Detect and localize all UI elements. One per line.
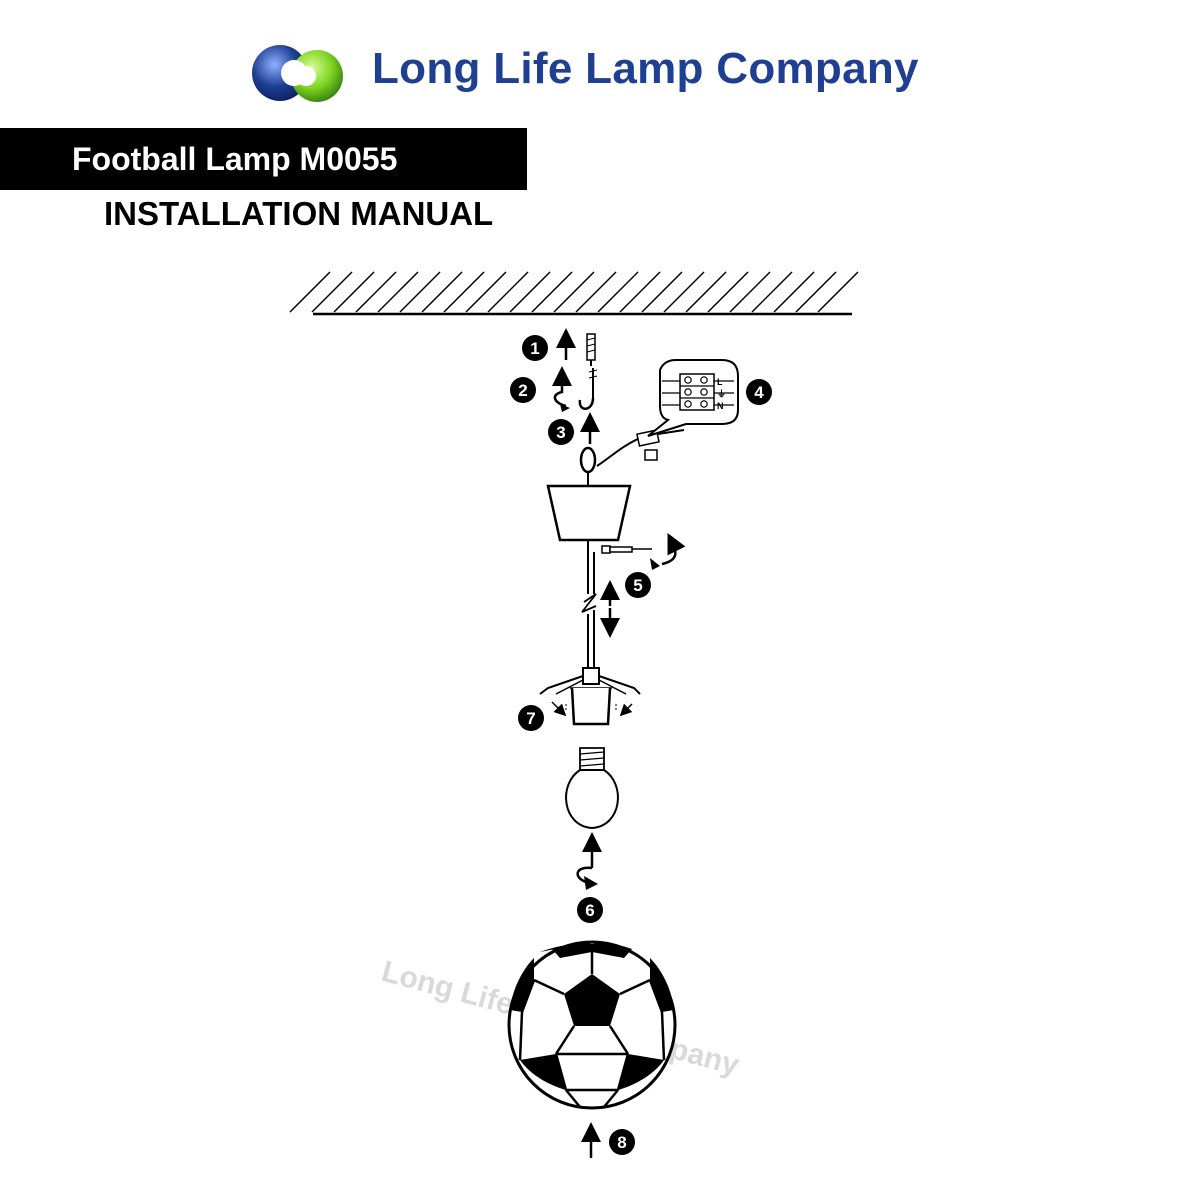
step-5-group (601, 533, 686, 570)
shade-holder (539, 667, 641, 726)
terminal-block-icon: L ⏚ N (647, 359, 739, 437)
svg-text:8: 8 (617, 1133, 626, 1152)
svg-text:2: 2 (518, 381, 527, 400)
ceiling-hatch-line (619, 271, 661, 313)
svg-text:1: 1 (530, 339, 539, 358)
ceiling-hatch-line (751, 271, 793, 313)
ceiling-hatch-line (773, 271, 815, 313)
step-badge-7: 7 (518, 705, 544, 731)
ceiling-hatch-line (729, 271, 771, 313)
ceiling-hatch-line (289, 271, 331, 313)
step-2-group (552, 366, 598, 412)
title-bar (0, 128, 527, 190)
step-6-group (576, 832, 602, 890)
ceiling-hatch-line (311, 271, 353, 313)
ceiling-hatch-line (509, 271, 551, 313)
ceiling-hatch-line (795, 271, 837, 313)
svg-text:5: 5 (633, 576, 642, 595)
ceiling-hatch-line (487, 271, 529, 313)
product-title: Football Lamp M0055 (72, 141, 398, 177)
ceiling-hatch-line (355, 271, 397, 313)
ceiling-hatch-line (465, 271, 507, 313)
ceiling-hatch-line (333, 271, 375, 313)
wall-plug-icon (586, 333, 596, 366)
ceiling-hatch-line (377, 271, 419, 313)
live-label: L (717, 377, 723, 387)
manual-subtitle: INSTALLATION MANUAL (104, 195, 494, 232)
ceiling-hatch-line (443, 271, 485, 313)
ceiling-hatch-line (641, 271, 683, 313)
light-bulb-icon (565, 747, 619, 830)
step-badge-3: 3 (548, 419, 574, 445)
svg-text:3: 3 (556, 423, 565, 442)
suspension-loop (579, 437, 641, 488)
ceiling-hook-icon (578, 368, 598, 410)
ceiling-hatch-line (707, 271, 749, 313)
neutral-label: N (717, 401, 724, 411)
step-badge-1: 1 (522, 335, 548, 361)
step-badge-4: 4 (746, 379, 772, 405)
step-badge-5: 5 (625, 572, 651, 598)
ceiling-hatch-line (663, 271, 705, 313)
step-badge-2: 2 (510, 377, 536, 403)
football-shade-icon (507, 940, 677, 1110)
ceiling-hatch-line (399, 271, 441, 313)
ceiling (289, 271, 859, 316)
svg-text:4: 4 (754, 383, 764, 402)
ceiling-hatch-line (685, 271, 727, 313)
ceiling-hatch-line (817, 271, 859, 313)
ceiling-hatch-line (575, 271, 617, 313)
svg-text:6: 6 (585, 901, 594, 920)
ceiling-hatch-line (597, 271, 639, 313)
ceiling-hatch-line (531, 271, 573, 313)
step-1-group (556, 328, 596, 366)
ceiling-canopy (546, 484, 632, 594)
wire-connector (636, 429, 685, 461)
step-badge-6: 6 (577, 897, 603, 923)
company-name: Long Life Lamp Company (372, 44, 919, 93)
earth-label: ⏚ (717, 389, 726, 399)
ceiling-hatch-line (421, 271, 463, 313)
company-logo (250, 40, 350, 110)
adjustable-cord (581, 580, 620, 668)
ceiling-hatch-line (553, 271, 595, 313)
logo-icon (252, 45, 343, 102)
svg-text:7: 7 (526, 709, 535, 728)
step-badge-8: 8 (609, 1129, 635, 1155)
